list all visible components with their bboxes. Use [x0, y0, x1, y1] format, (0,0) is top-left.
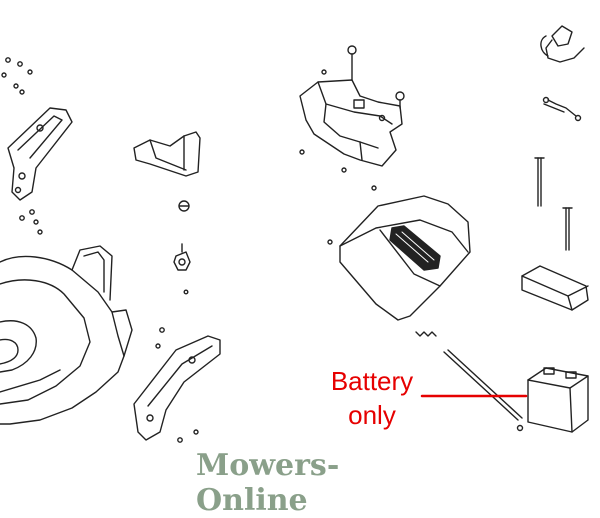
- battery-charger: [540, 25, 585, 63]
- mower-deck: [0, 245, 133, 425]
- battery-callout-label: Battery only: [312, 364, 432, 432]
- left-handle-bracket: [7, 107, 73, 235]
- long-bolt: [534, 157, 545, 207]
- battery: [527, 367, 589, 433]
- callout-line-2: only: [348, 400, 396, 430]
- battery-tray: [521, 265, 589, 311]
- deck-knob: [178, 200, 190, 212]
- short-bolt: [562, 207, 573, 251]
- battery-cover: [327, 195, 471, 321]
- brand-watermark: Mowers-Online: [196, 448, 340, 518]
- screw-group-top-left: [1, 57, 33, 95]
- grass-deflector: [133, 131, 201, 177]
- exploded-parts-diagram: [0, 25, 589, 443]
- right-handle-bracket: [133, 327, 221, 443]
- callout-line-1: Battery: [330, 366, 414, 396]
- battery-housing: [299, 45, 405, 191]
- wiring-connector: [542, 96, 582, 122]
- spring-rod: [415, 331, 524, 432]
- wheel-adjuster: [173, 243, 191, 295]
